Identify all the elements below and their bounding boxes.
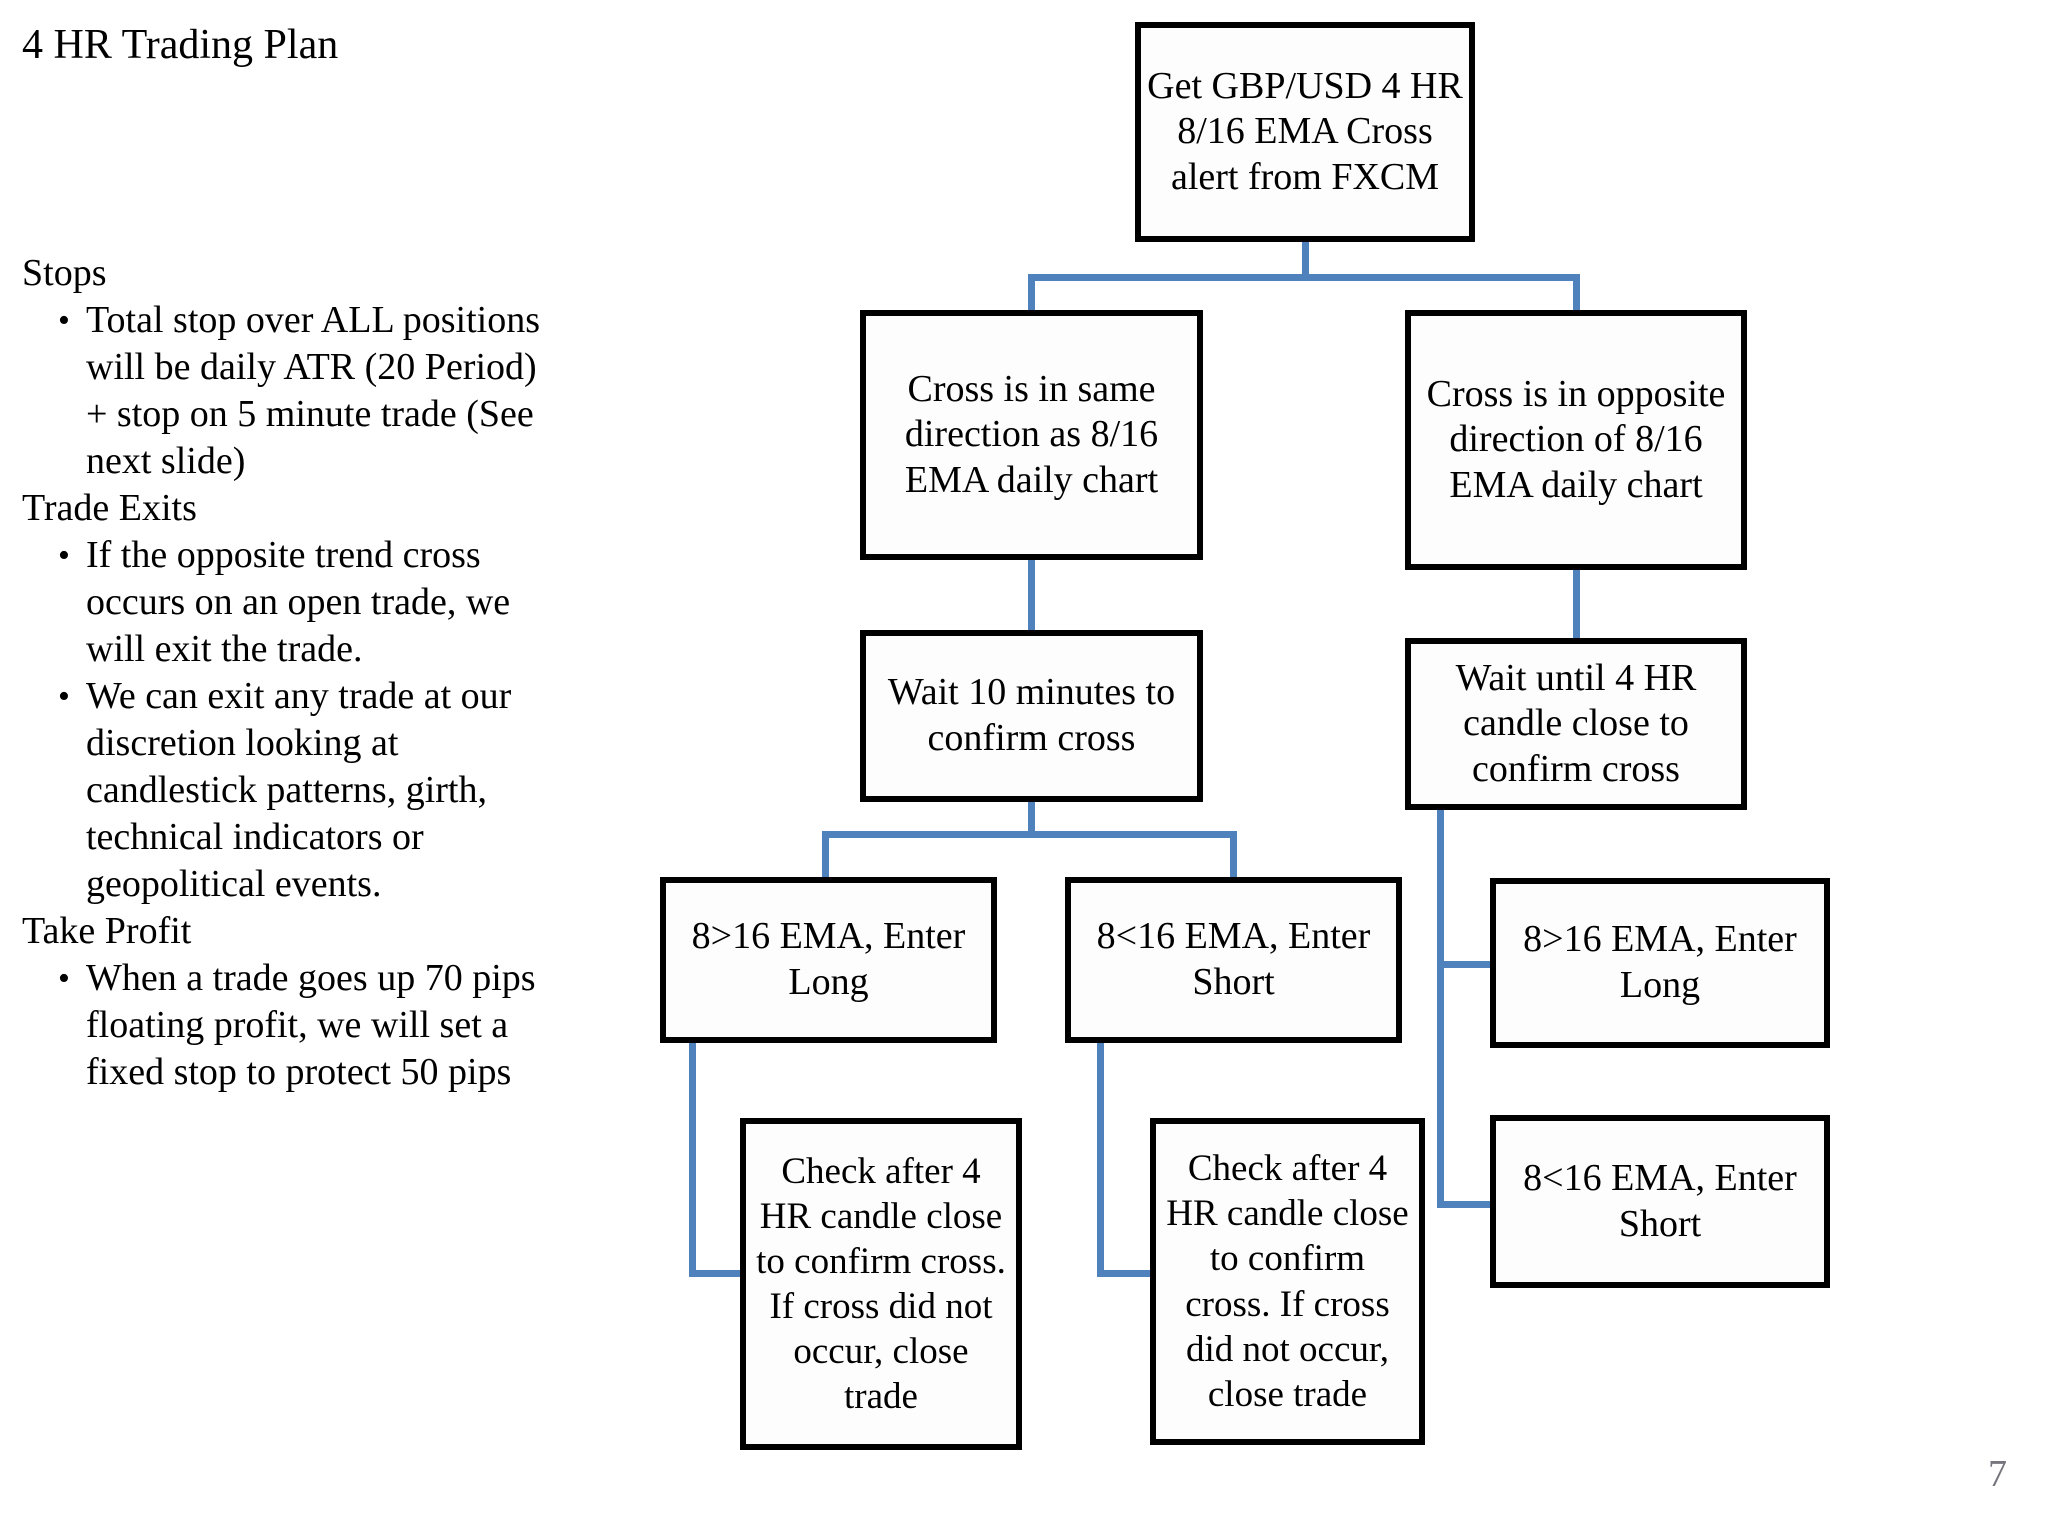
bullet-item: • When a trade goes up 70 pips floating p… <box>22 955 607 1096</box>
bullet-icon: • <box>58 302 70 339</box>
flow-connector <box>822 831 1237 838</box>
flow-connector <box>1028 274 1035 316</box>
flow-connector <box>1028 560 1035 634</box>
flow-node-check-short: Check after 4 HR candle close to confirm… <box>1150 1118 1425 1445</box>
flow-node-enter-short-opp: 8<16 EMA, Enter Short <box>1490 1115 1830 1288</box>
flow-node-same-direction: Cross is in same direction as 8/16 EMA d… <box>860 310 1203 560</box>
notes-heading: Stops <box>22 252 107 294</box>
bullet-icon: • <box>58 537 70 574</box>
flow-connector <box>689 1270 744 1277</box>
flow-connector <box>1437 961 1494 968</box>
flow-connector <box>1028 274 1580 281</box>
flow-node-enter-long-same: 8>16 EMA, Enter Long <box>660 877 997 1043</box>
bullet-item: • Total stop over ALL positions will be d… <box>22 297 607 485</box>
notes-heading: Take Profit <box>22 910 192 952</box>
bullet-item: • If the opposite trend cross occurs on a… <box>22 532 607 673</box>
flow-connector <box>1437 808 1444 968</box>
flow-node-wait-10-min: Wait 10 minutes to confirm cross <box>860 630 1203 802</box>
flow-node-check-long: Check after 4 HR candle close to confirm… <box>740 1118 1022 1450</box>
flow-connector <box>689 1040 696 1277</box>
flow-connector <box>1097 1270 1154 1277</box>
notes-heading: Trade Exits <box>22 487 197 529</box>
flow-connector <box>822 831 829 881</box>
flow-connector <box>1437 961 1444 1208</box>
bullet-text: We can exit any trade at our discretion … <box>86 675 512 905</box>
flow-node-alert: Get GBP/USD 4 HR 8/16 EMA Cross alert fr… <box>1135 22 1475 242</box>
flow-connector <box>1230 831 1237 881</box>
flow-connector <box>1437 1201 1494 1208</box>
page-title: 4 HR Trading Plan <box>22 22 339 68</box>
flow-connector <box>1028 802 1035 838</box>
page-number: 7 <box>1988 1453 2007 1495</box>
flow-connector <box>1302 242 1309 281</box>
flow-connector <box>1097 1040 1104 1277</box>
bullet-text: If the opposite trend cross occurs on an… <box>86 534 511 670</box>
bullet-text: When a trade goes up 70 pips floating pr… <box>86 957 536 1093</box>
bullet-item: • We can exit any trade at our discretion… <box>22 673 607 908</box>
flow-connector <box>1573 570 1580 642</box>
bullet-text: Total stop over ALL positions will be da… <box>86 299 541 482</box>
flow-connector <box>1573 274 1580 316</box>
flow-node-opposite-direction: Cross is in opposite direction of 8/16 E… <box>1405 310 1747 570</box>
flow-node-wait-4hr-close: Wait until 4 HR candle close to confirm … <box>1405 638 1747 810</box>
bullet-icon: • <box>58 960 70 997</box>
notes-panel: Stops • Total stop over ALL positions will… <box>22 250 607 1096</box>
flow-node-enter-short-same: 8<16 EMA, Enter Short <box>1065 877 1402 1043</box>
flow-node-enter-long-opp: 8>16 EMA, Enter Long <box>1490 878 1830 1048</box>
bullet-icon: • <box>58 678 70 715</box>
